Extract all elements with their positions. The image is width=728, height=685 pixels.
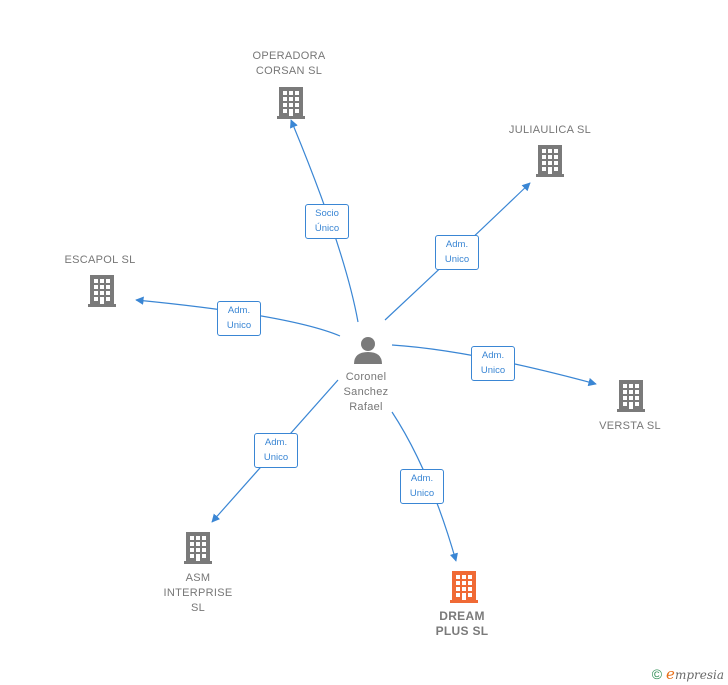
center-person-label[interactable]: Coronel Sanchez Rafael bbox=[343, 371, 389, 413]
edge-label-juliaulica: Adm. Unico bbox=[435, 235, 479, 270]
edge-label-escapol: Adm. Unico bbox=[217, 301, 261, 336]
building-icon-juliaulica[interactable] bbox=[536, 145, 564, 177]
company-label-versta[interactable]: VERSTA SL bbox=[599, 420, 661, 432]
building-icon-asm[interactable] bbox=[184, 532, 212, 564]
edge-label-versta: Adm. Unico bbox=[471, 346, 515, 381]
company-label-asm[interactable]: ASM INTERPRISE SL bbox=[163, 572, 233, 614]
building-icon-versta[interactable] bbox=[617, 380, 645, 412]
building-icon-dream[interactable] bbox=[450, 571, 478, 603]
footer-brand: © empresia bbox=[652, 665, 724, 683]
company-label-juliaulica[interactable]: JULIAULICA SL bbox=[508, 124, 592, 136]
company-label-dream[interactable]: DREAM PLUS SL bbox=[435, 609, 489, 638]
building-icon-escapol[interactable] bbox=[88, 275, 116, 307]
copyright-icon: © bbox=[651, 666, 663, 682]
building-icon-operadora[interactable] bbox=[277, 87, 305, 119]
company-label-escapol[interactable]: ESCAPOL SL bbox=[64, 254, 136, 266]
person-icon[interactable] bbox=[354, 337, 382, 364]
edge-label-operadora: Socio Único bbox=[305, 204, 349, 239]
edge-label-asm: Adm. Unico bbox=[254, 433, 298, 468]
edge-label-dream: Adm. Unico bbox=[400, 469, 444, 504]
company-label-operadora[interactable]: OPERADORA CORSAN SL bbox=[252, 50, 326, 77]
brand-logo[interactable]: empresia bbox=[666, 665, 724, 683]
edge-escapol bbox=[135, 296, 341, 337]
